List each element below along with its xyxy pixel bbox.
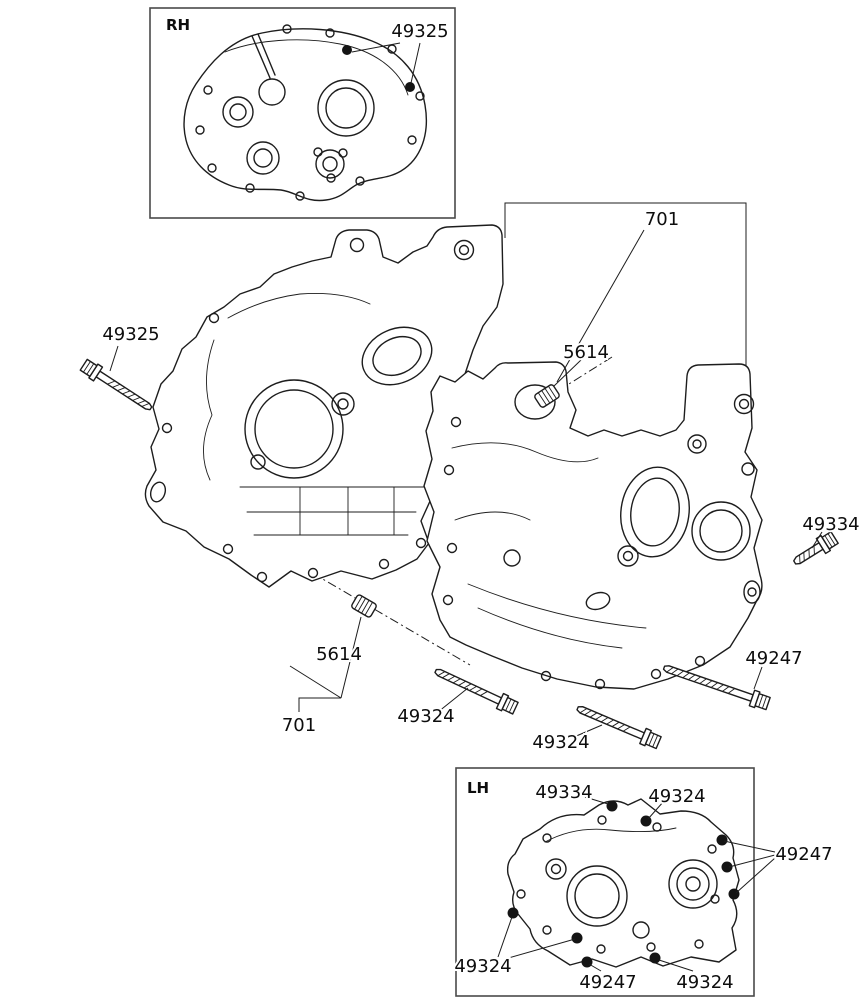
rh-49325-leader-lines [351, 42, 421, 84]
rh-crankcase-art [183, 24, 427, 202]
part-label-49324-left: 49324 [397, 706, 454, 727]
part-label-701-bottom: 701 [282, 715, 316, 736]
rh-screw-dot [342, 45, 352, 55]
part-label-49247-lh-right: 49247 [775, 844, 832, 865]
leader-49247 [753, 666, 763, 690]
main-exploded-view: 49325 701 5614 49334 49247 5614 701 4932… [78, 202, 862, 755]
leader-lh-49247-bottom [588, 963, 602, 972]
lh-bolt-dot [716, 834, 728, 846]
part-label-5614-top: 5614 [563, 342, 609, 363]
leader-lh-49247-right [723, 840, 776, 894]
part-label-49325-main: 49325 [102, 324, 159, 345]
part-label-5614-bottom: 5614 [316, 644, 362, 665]
lh-bolt-dot [507, 907, 519, 919]
lh-bolt-dot [728, 888, 740, 900]
lh-bolt-dot [649, 952, 661, 964]
leader-49334 [811, 531, 823, 549]
leader-lh-49324-left [497, 916, 576, 960]
leader-lh-49324-top [647, 800, 665, 820]
lh-inset: LH 49334 49324 [452, 767, 835, 997]
lh-bolt-dot [606, 800, 618, 812]
bracket-701-bottom [289, 616, 362, 712]
leader-49324-left [437, 687, 469, 713]
bolt-49325 [78, 357, 157, 416]
leader-49325-main [109, 345, 119, 372]
part-label-49324-lh-top: 49324 [648, 786, 705, 807]
leader-701-top [556, 229, 645, 383]
leader-lh-49334 [584, 796, 609, 805]
lh-bolt-dot [581, 956, 593, 968]
lh-bolt-dot [571, 932, 583, 944]
lh-crankcase-art [506, 798, 740, 968]
bracket-701-top [504, 202, 747, 366]
part-label-49324-right: 49324 [532, 732, 589, 753]
dowel-axis-bottom [296, 563, 471, 666]
part-label-49334-lh: 49334 [535, 782, 592, 803]
right-crankcase-half [423, 361, 763, 690]
part-label-49325-rh: 49325 [391, 21, 448, 42]
leader-5614-top [553, 359, 582, 387]
leader-lh-49324-bottom [658, 959, 694, 972]
leader-49324-right [573, 724, 603, 738]
left-crankcase-half [144, 224, 504, 588]
lh-bolt-dot [721, 861, 733, 873]
lh-view-label: LH [467, 779, 489, 797]
part-label-49247-main: 49247 [745, 648, 802, 669]
rh-view-label: RH [166, 16, 190, 34]
rh-screw-dot [405, 82, 415, 92]
part-label-49247-lh-bottom: 49247 [579, 972, 636, 993]
part-label-49324-lh-bottom: 49324 [676, 972, 733, 993]
rh-inset: RH 49325 [149, 7, 456, 219]
bolt-49334 [789, 529, 840, 571]
part-label-49334-main: 49334 [802, 514, 859, 535]
part-label-49324-lh-left: 49324 [454, 956, 511, 977]
part-label-701-top: 701 [645, 209, 679, 230]
